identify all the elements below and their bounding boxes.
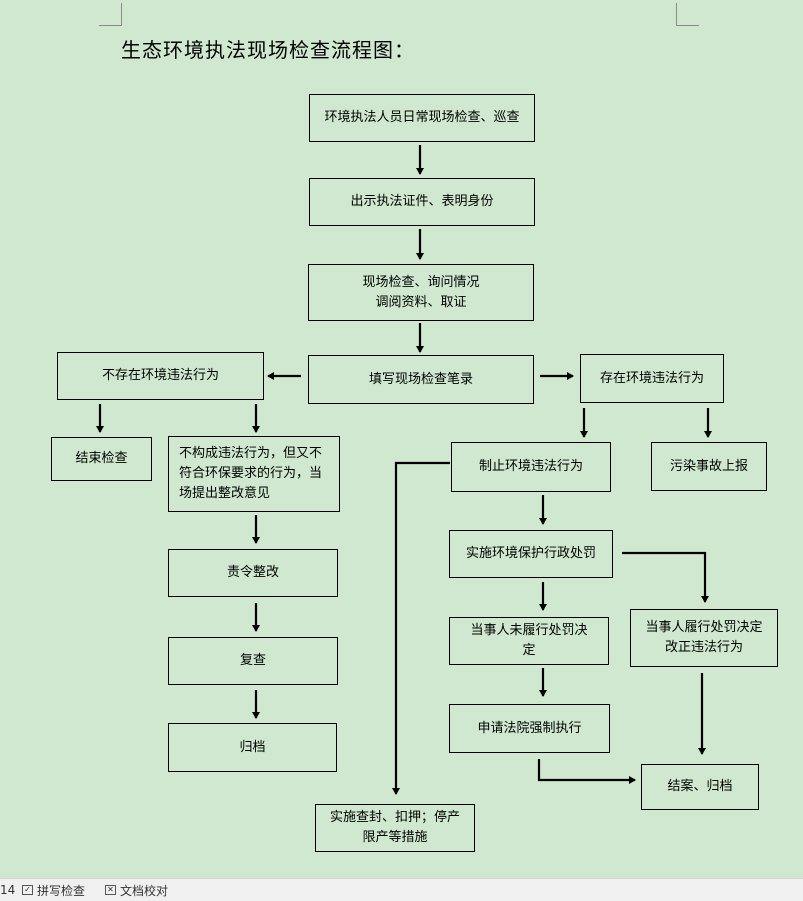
- arrow-penalty-to-comply: [622, 551, 709, 603]
- box-stop-violation-text: 制止环境违法行为: [478, 459, 583, 474]
- box-seal-measures-line1: 实施查封、扣押；停产: [329, 810, 460, 825]
- box-court-enforce-text: 申请法院强制执行: [477, 720, 582, 736]
- margin-corner-marker: [99, 3, 122, 26]
- arrow-court-to-close: [537, 759, 636, 784]
- box-daily-inspection-text: 环境执法人员日常现场检查、巡查: [324, 110, 520, 125]
- box-show-credentials: 出示执法证件、表明身份: [309, 178, 535, 226]
- box-close-archive-text: 结案、归档: [667, 779, 733, 794]
- proofread-button[interactable]: ✕ 文档校对: [105, 882, 168, 899]
- box-comply: 当事人履行处罚决定 改正违法行为: [630, 609, 778, 667]
- box-pollution-report-text: 污染事故上报: [669, 458, 748, 474]
- page-title: 生态环境执法现场检查流程图：: [121, 38, 415, 62]
- box-non-compliant: 不构成违法行为，但又不符合环保要求的行为，当场提出整改意见: [168, 436, 340, 512]
- box-violation-exists: 存在环境违法行为: [580, 354, 724, 403]
- box-close-archive: 结案、归档: [641, 764, 759, 810]
- margin-corner-marker: [676, 3, 699, 26]
- box-end-inspection-text: 结束检查: [75, 451, 128, 466]
- flow-arrows: [96, 145, 712, 795]
- box-no-violation: 不存在环境违法行为: [57, 352, 264, 400]
- box-onsite-check-line1: 现场检查、询问情况: [362, 274, 480, 290]
- box-seal-measures-line2: 限产等措施: [362, 830, 428, 845]
- box-order-rectify-text: 责令整改: [226, 565, 279, 580]
- box-seal-measures: 实施查封、扣押；停产 限产等措施: [315, 804, 475, 852]
- proofread-icon: ✕: [105, 885, 117, 895]
- box-court-enforce: 申请法院强制执行: [449, 704, 610, 753]
- box-onsite-check-line2: 调阅资料、取证: [375, 294, 467, 310]
- box-archive-left-text: 归档: [239, 739, 266, 755]
- box-comply-line2: 改正违法行为: [664, 640, 743, 655]
- box-not-comply-line2: 定: [522, 643, 536, 658]
- spellcheck-label: 拼写检查: [37, 883, 86, 898]
- box-admin-penalty-text: 实施环境保护行政处罚: [465, 546, 596, 561]
- arrow-stop-to-seal: [392, 461, 450, 795]
- box-pollution-report: 污染事故上报: [651, 442, 767, 491]
- box-fill-record-text: 填写现场检查笔录: [368, 371, 473, 387]
- document-page: 生态环境执法现场检查流程图：: [51, 3, 778, 852]
- box-violation-exists-text: 存在环境违法行为: [599, 370, 704, 386]
- box-stop-violation: 制止环境违法行为: [451, 442, 611, 492]
- box-admin-penalty: 实施环境保护行政处罚: [449, 530, 613, 578]
- box-order-rectify: 责令整改: [168, 549, 338, 597]
- box-archive-left: 归档: [168, 723, 337, 772]
- box-comply-line1: 当事人履行处罚决定: [645, 620, 763, 635]
- proofread-label: 文档校对: [120, 883, 169, 898]
- box-not-comply-line1: 当事人未履行处罚决: [470, 623, 588, 638]
- box-onsite-check: 现场检查、询问情况 调阅资料、取证: [308, 264, 534, 321]
- box-recheck-text: 复查: [239, 653, 266, 668]
- box-recheck: 复查: [168, 637, 338, 685]
- box-show-credentials-text: 出示执法证件、表明身份: [350, 194, 494, 209]
- box-daily-inspection: 环境执法人员日常现场检查、巡查: [309, 94, 535, 142]
- box-end-inspection: 结束检查: [51, 437, 152, 481]
- box-non-compliant-text: 不构成违法行为，但又不符合环保要求的行为，当场提出整改意见: [179, 446, 323, 501]
- box-not-comply: 当事人未履行处罚决 定: [449, 617, 609, 665]
- box-fill-record: 填写现场检查笔录: [308, 355, 534, 404]
- page-number: 14: [0, 883, 16, 897]
- box-no-violation-text: 不存在环境违法行为: [101, 368, 219, 383]
- status-bar: 14 ✓ 拼写检查 ✕ 文档校对: [0, 878, 803, 901]
- spellcheck-icon: ✓: [22, 885, 33, 895]
- spellcheck-button[interactable]: ✓ 拼写检查: [22, 882, 85, 899]
